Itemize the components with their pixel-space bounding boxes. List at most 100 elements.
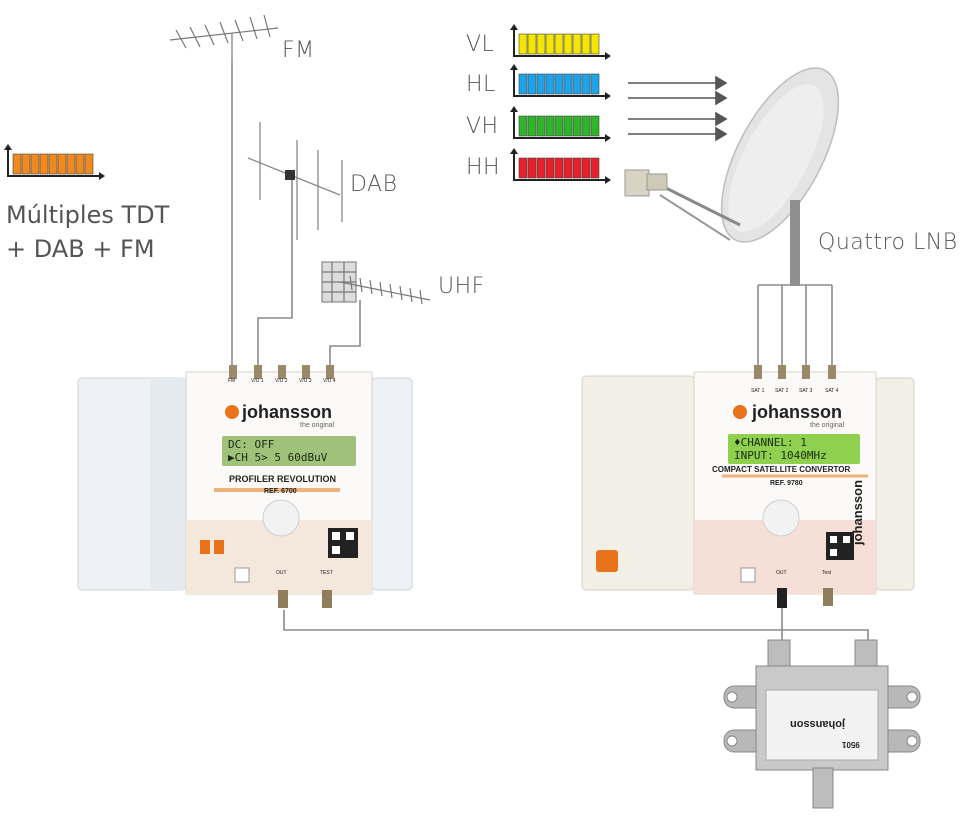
polarity-spectrum-hl-bar xyxy=(590,73,600,95)
polarity-spectrum-icons xyxy=(510,24,611,184)
profiler-tagline: the original xyxy=(300,422,335,429)
profiler-port-fm: FM xyxy=(228,378,236,384)
convertor-port-sat3: SAT 3 xyxy=(799,388,813,394)
multiplex-spectrum-bar xyxy=(39,153,49,175)
dab-antenna-label: DAB xyxy=(350,172,398,197)
multiplex-spectrum-bar xyxy=(30,153,40,175)
polarity-spectrum-vh-bar xyxy=(518,115,528,137)
polarity-spectrum-vh-bar xyxy=(545,115,555,137)
polarity-spectrum-vl-bar xyxy=(581,33,591,55)
polarity-spectrum-vh-bar xyxy=(572,115,582,137)
polarity-spectrum-vh-bar xyxy=(590,115,600,137)
polarity-spectrum-vl-bar xyxy=(545,33,555,55)
polarity-spectrum-hh-bar xyxy=(527,157,537,179)
multiplex-spectrum-bar xyxy=(21,153,31,175)
profiler-port-vu1: V/U 1 xyxy=(251,378,264,384)
combiner-ref: 9501 xyxy=(842,740,860,749)
polarity-spectrum-hl-bar xyxy=(581,73,591,95)
multiplex-spectrum-bar xyxy=(75,153,85,175)
dab-antenna xyxy=(247,122,343,240)
convertor-test-label: Test xyxy=(822,570,832,576)
polarity-spectrum-vl-bar xyxy=(536,33,546,55)
polarity-spectrum-vh-bar xyxy=(554,115,564,137)
polarity-spectrum-vh-bar xyxy=(563,115,573,137)
polarity-label-hl: HL xyxy=(466,72,496,97)
polarity-spectrum-hl-bar xyxy=(563,73,573,95)
profiler-model: PROFILER REVOLUTION xyxy=(229,474,337,484)
combiner-splitter xyxy=(723,639,921,809)
uhf-antenna-label: UHF xyxy=(438,274,485,299)
polarity-spectrum-hh-bar xyxy=(563,157,573,179)
convertor-port-sat4: SAT 4 xyxy=(825,388,839,394)
profiler-test-label: TEST xyxy=(320,570,333,576)
quattro-lnb-label: Quattro LNB xyxy=(818,230,958,255)
convertor-model: COMPACT SATELLITE CONVERTOR xyxy=(712,465,851,474)
polarity-spectrum-vl-bar xyxy=(563,33,573,55)
convertor-tagline: the original xyxy=(810,422,845,429)
convertor-port-sat2: SAT 2 xyxy=(775,388,789,394)
polarity-spectrum-vh-bar xyxy=(581,115,591,137)
fm-antenna-label: FM xyxy=(282,38,315,63)
convertor-lcd-line-2: INPUT: 1040MHz xyxy=(734,449,827,462)
profiler-port-vu3: V/U 3 xyxy=(299,378,312,384)
multiplex-spectrum-bar xyxy=(48,153,58,175)
polarity-spectrum-hh-bar xyxy=(554,157,564,179)
polarity-label-vh: VH xyxy=(466,114,499,139)
convertor-side-brand: johansson xyxy=(850,479,865,545)
profiler-lcd-display: DC: OFF ▶CH 5> 5 60dBuV xyxy=(222,436,356,466)
combiner-brand: johansson xyxy=(790,718,846,730)
polarity-spectrum-vl-bar xyxy=(554,33,564,55)
polarity-spectrum-hl-bar xyxy=(572,73,582,95)
polarity-spectrum-hl-bar xyxy=(554,73,564,95)
profiler-port-vu2: V/U 2 xyxy=(275,378,288,384)
polarity-spectrum-hl-bar xyxy=(527,73,537,95)
convertor-ref: REF. 9780 xyxy=(770,480,803,487)
satellite-dish xyxy=(624,67,840,286)
polarity-spectrum-hl-bar xyxy=(536,73,546,95)
multiplex-label-line-2: + DAB + FM xyxy=(6,235,155,263)
profiler-ref: REF. 6700 xyxy=(264,488,297,495)
multiplex-label: Múltiples TDT + DAB + FM xyxy=(6,198,169,266)
polarity-spectrum-vl-bar xyxy=(527,33,537,55)
convertor-lcd-line-1: ♦CHANNEL: 1 xyxy=(734,436,807,449)
polarity-spectrum-hl-bar xyxy=(518,73,528,95)
polarity-spectrum-vh-bar xyxy=(527,115,537,137)
polarity-spectrum-hh-bar xyxy=(545,157,555,179)
convertor-lcd-display: ♦CHANNEL: 1 INPUT: 1040MHz xyxy=(728,434,860,464)
multiplex-spectrum xyxy=(4,144,105,180)
polarity-spectrum-hh-bar xyxy=(572,157,582,179)
multiplex-spectrum-bar xyxy=(84,153,94,175)
convertor-port-sat1: SAT 1 xyxy=(751,388,765,394)
polarity-spectrum-hl-bar xyxy=(545,73,555,95)
polarity-label-vl: VL xyxy=(466,32,495,57)
profiler-brand: johansson xyxy=(242,402,333,422)
multiplex-spectrum-bar xyxy=(66,153,76,175)
fm-antenna xyxy=(169,14,279,62)
polarity-label-hh: HH xyxy=(466,155,501,180)
profiler-lcd-line-2: ▶CH 5> 5 60dBuV xyxy=(228,451,328,464)
profiler-out-label: OUT xyxy=(276,570,287,576)
multiplex-label-line-1: Múltiples TDT xyxy=(6,201,170,229)
multiplex-spectrum-bar xyxy=(57,153,67,175)
polarity-spectrum-vl-bar xyxy=(590,33,600,55)
polarity-spectrum-vh-bar xyxy=(536,115,546,137)
profiler-port-vu4: V/U 4 xyxy=(323,378,336,384)
polarity-spectrum-vl xyxy=(510,24,611,60)
profiler-revolution-device xyxy=(77,365,413,608)
convertor-out-label: OUT xyxy=(776,570,787,576)
polarity-spectrum-hh-bar xyxy=(590,157,600,179)
polarity-spectrum-hh-bar xyxy=(581,157,591,179)
polarity-spectrum-vl-bar xyxy=(518,33,528,55)
polarity-spectrum-hh xyxy=(510,148,611,184)
profiler-lcd-line-1: DC: OFF xyxy=(228,438,275,451)
compact-satellite-convertor-device xyxy=(581,365,915,608)
polarity-spectrum-hl xyxy=(510,64,611,100)
convertor-brand: johansson xyxy=(752,402,843,422)
polarity-spectrum-hh-bar xyxy=(536,157,546,179)
multiplex-spectrum-bar xyxy=(12,153,22,175)
polarity-spectrum-hh-bar xyxy=(518,157,528,179)
multiplex-spectrum-icon xyxy=(4,144,105,180)
polarity-spectrum-vh xyxy=(510,106,611,142)
polarity-spectrum-vl-bar xyxy=(572,33,582,55)
